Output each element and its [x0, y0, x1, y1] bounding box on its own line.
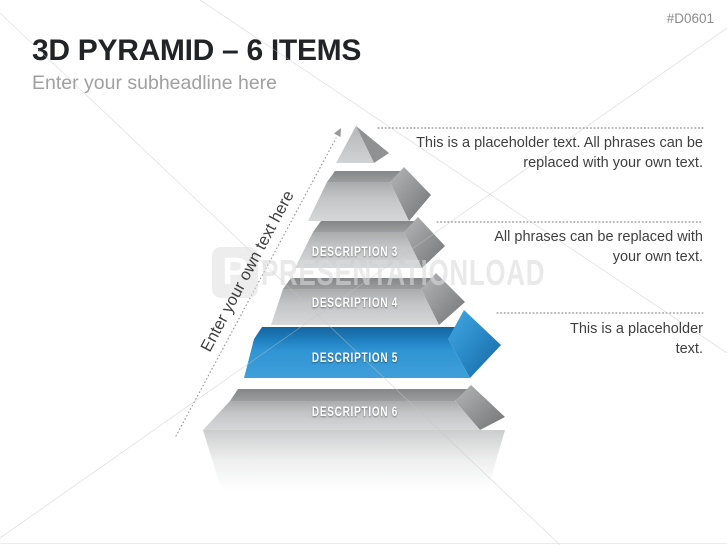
arrowhead-icon [334, 128, 341, 137]
pyramid-level-3[interactable] [295, 217, 445, 268]
annotation-3-line-2: text. [675, 341, 703, 357]
level-6-top-face[interactable] [230, 389, 468, 401]
level-5-top-face[interactable] [254, 327, 462, 339]
annotation-2-line-1: All phrases can be replaced with [494, 229, 703, 245]
pyramid-label-5[interactable]: DESCRIPTION 5 [311, 350, 399, 365]
pyramid-label-4[interactable]: DESCRIPTION 4 [311, 295, 399, 310]
annotation-2-line-2: your own text. [612, 249, 703, 265]
annotation-1-line-1: This is a placeholder text. All phrases … [416, 135, 703, 151]
pyramid-reflection [203, 430, 505, 492]
annotation-1-line-2: replaced with your own text. [523, 155, 703, 171]
level-3-top-face[interactable] [313, 221, 417, 232]
annotation-2[interactable]: All phrases can be replaced with your ow… [465, 227, 703, 267]
pyramid-level-2[interactable] [308, 167, 431, 221]
level-4-top-face[interactable] [283, 278, 434, 289]
slide-bottom-edge [0, 543, 727, 544]
annotation-3[interactable]: This is a placeholder text. [533, 319, 703, 359]
annotation-3-line-1: This is a placeholder [570, 321, 703, 337]
pyramid-label-3[interactable]: DESCRIPTION 3 [311, 244, 399, 259]
annotation-1[interactable]: This is a placeholder text. All phrases … [381, 133, 703, 173]
pyramid-label-6[interactable]: DESCRIPTION 6 [311, 404, 399, 419]
